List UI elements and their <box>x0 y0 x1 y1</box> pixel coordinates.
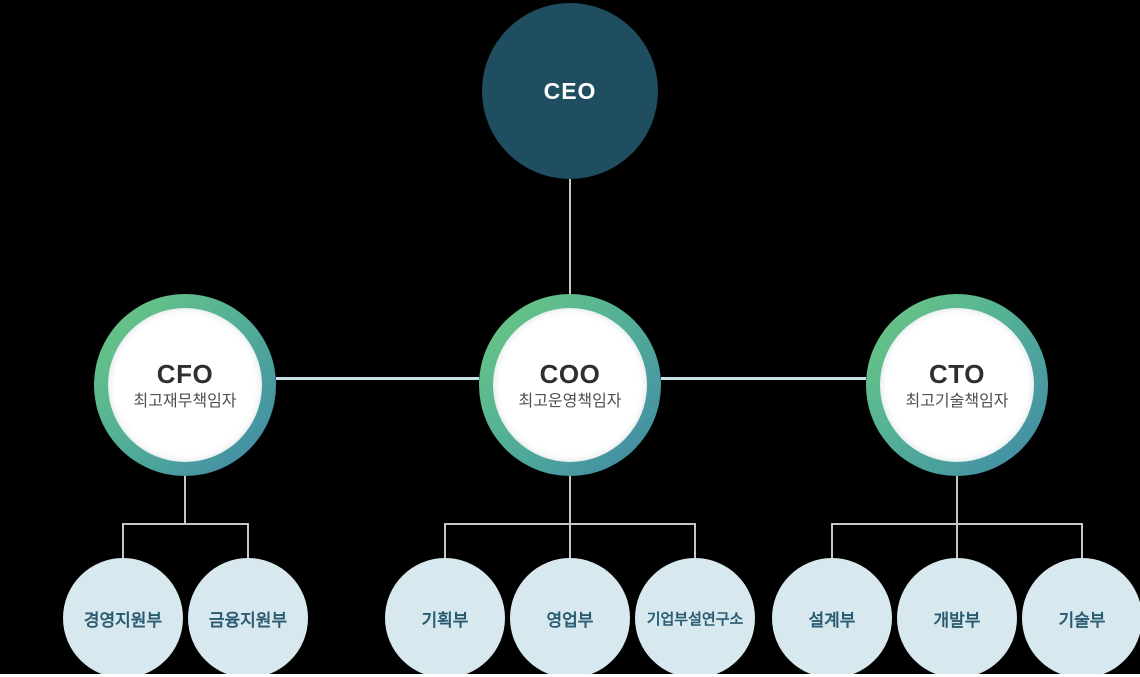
connector-coo-cto <box>661 377 866 380</box>
connector-dept-drop <box>444 523 446 558</box>
connector-dept-drop <box>247 523 249 558</box>
cfo-subtitle: 최고재무책임자 <box>133 392 237 410</box>
dept-node: 기획부 <box>385 558 505 677</box>
dept-label: 기술부 <box>1058 610 1106 630</box>
connector-cfo-drop <box>184 476 186 523</box>
connector-cfo-bus <box>122 523 249 525</box>
dept-label: 영업부 <box>546 610 594 630</box>
connector-dept-drop <box>831 523 833 558</box>
dept-node: 개발부 <box>897 558 1017 677</box>
connector-ceo-coo <box>569 179 571 294</box>
dept-label: 경영지원부 <box>83 610 163 630</box>
exec-node-cfo-inner: CFO 최고재무책임자 <box>108 308 262 462</box>
coo-label: COO <box>539 358 601 389</box>
dept-node: 기업부설연구소 <box>635 558 755 677</box>
dept-label: 기업부설연구소 <box>646 610 744 628</box>
connector-cfo-coo <box>276 377 479 380</box>
exec-node-coo-inner: COO 최고운영책임자 <box>493 308 647 462</box>
dept-node: 기술부 <box>1022 558 1140 677</box>
connector-dept-drop <box>1081 523 1083 558</box>
exec-node-cto: CTO 최고기술책임자 <box>866 294 1048 476</box>
connector-dept-drop <box>956 523 958 558</box>
dept-label: 설계부 <box>808 610 856 630</box>
cfo-label: CFO <box>156 358 214 389</box>
dept-node: 금융지원부 <box>188 558 308 677</box>
exec-node-cto-inner: CTO 최고기술책임자 <box>880 308 1034 462</box>
ceo-label: CEO <box>543 77 597 104</box>
connector-dept-drop <box>122 523 124 558</box>
cto-subtitle: 최고기술책임자 <box>905 392 1009 410</box>
connector-coo-drop <box>569 476 571 523</box>
connector-dept-drop <box>569 523 571 558</box>
exec-node-cfo: CFO 최고재무책임자 <box>94 294 276 476</box>
dept-label: 개발부 <box>933 610 981 630</box>
dept-label: 금융지원부 <box>208 610 288 630</box>
connector-cto-drop <box>956 476 958 523</box>
bottom-page-edge <box>0 674 1140 677</box>
ceo-node: CEO <box>482 3 658 179</box>
cto-label: CTO <box>929 358 985 389</box>
dept-node: 경영지원부 <box>63 558 183 677</box>
coo-subtitle: 최고운영책임자 <box>518 392 622 410</box>
connector-dept-drop <box>694 523 696 558</box>
dept-label: 기획부 <box>421 610 469 630</box>
dept-node: 설계부 <box>772 558 892 677</box>
dept-node: 영업부 <box>510 558 630 677</box>
exec-node-coo: COO 최고운영책임자 <box>479 294 661 476</box>
